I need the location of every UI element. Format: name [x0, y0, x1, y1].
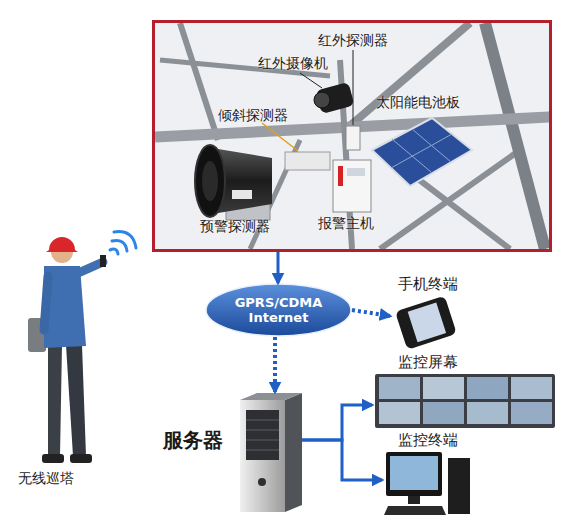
leader-line	[262, 123, 298, 151]
server-slot	[246, 450, 279, 451]
pc-tower	[448, 458, 470, 514]
phone	[395, 296, 457, 350]
worker-leg	[48, 345, 62, 456]
phone-terminal: 手机终端	[390, 276, 464, 350]
handheld-device	[100, 255, 106, 267]
solar-panel	[372, 118, 472, 186]
wall-screen	[511, 402, 552, 424]
worker-leg	[66, 345, 86, 456]
server-slot	[246, 420, 279, 421]
worker-arm	[44, 276, 48, 330]
wall-screen	[423, 377, 464, 399]
part-label: 倾斜探测器	[218, 107, 288, 124]
caption-label: 无线巡塔	[18, 470, 74, 487]
desktop-computer	[384, 452, 470, 515]
panel-grid	[392, 139, 431, 172]
infrared-detector	[346, 126, 360, 150]
server-tower	[240, 393, 302, 512]
pc-keyboard	[384, 506, 446, 515]
wall-screen	[379, 402, 420, 424]
wave	[110, 249, 118, 254]
part-label: 红外摄像机	[258, 55, 328, 72]
wall-screen	[467, 402, 508, 424]
network-ellipse: GPRS/CDMA Internet	[205, 283, 352, 337]
beam	[485, 23, 545, 249]
wall-frame	[375, 374, 555, 428]
tower-photo	[155, 23, 549, 249]
phone-body	[395, 296, 457, 350]
alarm-stripe	[338, 166, 343, 186]
camera-lens	[314, 92, 330, 108]
radio-waves	[110, 232, 136, 254]
video-wall	[375, 374, 555, 428]
connector-arrow	[302, 440, 382, 480]
tower-beams	[155, 23, 549, 249]
horn-inner	[202, 161, 218, 201]
wave	[112, 240, 127, 251]
horn-sticker	[232, 190, 252, 199]
connector-arrow	[352, 310, 390, 316]
part-label: 预警探测器	[200, 218, 270, 235]
tilt-detector	[285, 152, 330, 170]
warning-horn	[195, 145, 272, 220]
tower-photo-frame: 红外探测器红外摄像机太阳能电池板倾斜探测器预警探测器 报警主机	[152, 20, 552, 252]
network-label: GPRS/CDMA Internet	[231, 295, 327, 325]
device-label: 服务器	[163, 428, 223, 452]
panel-grid	[391, 134, 452, 168]
monitor-screen: 监控屏幕	[372, 354, 556, 430]
server-slot	[246, 430, 279, 431]
device-label: 监控屏幕	[398, 354, 458, 371]
alarm-plate	[347, 168, 365, 176]
photo-background	[155, 23, 549, 249]
server-top	[240, 393, 302, 400]
ellipse-shape	[206, 284, 351, 336]
wall-screen	[511, 377, 552, 399]
connector-arrow	[273, 337, 277, 392]
alarm-host	[333, 160, 371, 212]
worker	[28, 232, 136, 463]
horn-mouth	[195, 145, 225, 217]
server-side	[285, 393, 302, 512]
part-label: 太阳能电池板	[376, 94, 460, 111]
alarm-box	[333, 160, 371, 212]
server-front	[240, 400, 285, 512]
server-grill	[246, 410, 279, 460]
monitor-terminal: 监控终端	[382, 432, 474, 517]
device-label: 手机终端	[398, 276, 458, 293]
phone-screen	[408, 303, 446, 343]
connector-arrow	[302, 405, 372, 440]
server: 服务器	[235, 392, 302, 512]
pc-screen	[390, 456, 438, 490]
part-label: 报警主机	[318, 215, 374, 232]
wall-screen	[379, 377, 420, 399]
leader-line	[353, 50, 354, 125]
server-slot	[246, 440, 279, 441]
hard-hat	[46, 237, 78, 252]
leader-line	[300, 73, 322, 88]
server-button	[258, 478, 266, 486]
connector-arrow	[277, 252, 280, 283]
worker-shoe	[70, 454, 92, 463]
wave	[114, 232, 136, 248]
wall-screen	[467, 377, 508, 399]
device-label: 监控终端	[398, 432, 458, 449]
beam	[180, 23, 218, 140]
panel-surface	[372, 118, 472, 186]
worker-torso	[44, 266, 86, 348]
wall-screen	[423, 402, 464, 424]
worker-shoe	[42, 454, 64, 463]
pc-monitor	[386, 452, 442, 496]
worker-arm	[76, 262, 103, 274]
part-label: 红外探测器	[318, 32, 388, 49]
pc-stand	[408, 496, 420, 504]
